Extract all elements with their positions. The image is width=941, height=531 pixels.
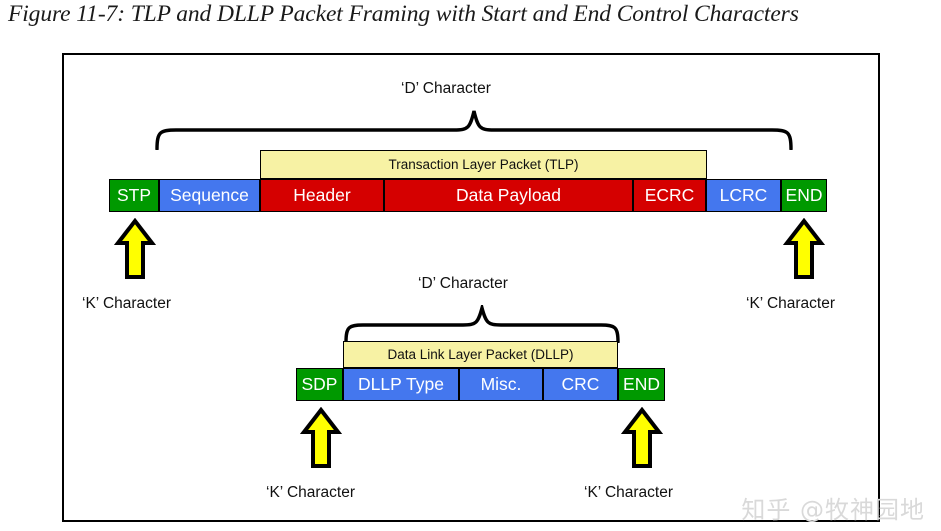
dllp-field-end[interactable]: END — [618, 368, 665, 401]
tlp-banner: Transaction Layer Packet (TLP) — [260, 150, 707, 179]
dllp-field-sdp[interactable]: SDP — [296, 368, 343, 401]
dllp-d-character-label: ‘D’ Character — [418, 275, 508, 292]
tlp-field-stp[interactable]: STP — [109, 179, 159, 212]
dllp-field-dllp-type[interactable]: DLLP Type — [343, 368, 459, 401]
tlp-field-end[interactable]: END — [781, 179, 827, 212]
tlp-stp-k-character-label: ‘K’ Character — [82, 295, 172, 312]
watermark: 知乎 @牧神园地 — [741, 496, 925, 524]
dllp-field-misc[interactable]: Misc. — [459, 368, 543, 401]
dllp-field-crc[interactable]: CRC — [543, 368, 618, 401]
tlp-stp-arrow-up — [114, 218, 156, 279]
dllp-end-arrow-up — [621, 407, 663, 468]
tlp-field-lcrc[interactable]: LCRC — [706, 179, 781, 212]
tlp-d-character-brace — [155, 110, 793, 150]
dllp-d-character-brace — [344, 305, 620, 343]
dllp-sdp-k-character-label: ‘K’ Character — [266, 484, 356, 501]
dllp-sdp-arrow-up — [300, 407, 342, 468]
tlp-end-arrow-up — [783, 218, 825, 279]
figure-caption: Figure 11-7: TLP and DLLP Packet Framing… — [8, 1, 799, 27]
dllp-end-k-character-label: ‘K’ Character — [584, 484, 674, 501]
tlp-field-header[interactable]: Header — [260, 179, 384, 212]
tlp-field-data-payload[interactable]: Data Payload — [384, 179, 633, 212]
tlp-field-sequence[interactable]: Sequence — [159, 179, 260, 212]
tlp-end-k-character-label: ‘K’ Character — [746, 295, 836, 312]
tlp-d-character-label: ‘D’ Character — [401, 80, 491, 97]
dllp-banner: Data Link Layer Packet (DLLP) — [343, 341, 618, 368]
tlp-field-ecrc[interactable]: ECRC — [633, 179, 706, 212]
diagram-frame: ‘D’ Character Transaction Layer Packet (… — [62, 53, 880, 522]
